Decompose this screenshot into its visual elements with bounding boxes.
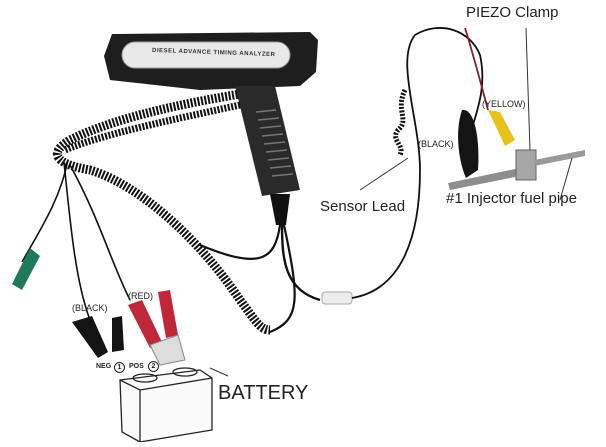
yellow-wire-label: (YELLOW) xyxy=(482,99,526,109)
grip-cable-bottom xyxy=(269,224,296,334)
red-clip-label: (RED) xyxy=(128,291,153,301)
red-clip-jaw xyxy=(149,334,186,366)
black-sensor-clip xyxy=(458,109,479,178)
black-sensor-label: (BLACK) xyxy=(418,139,454,149)
green-lead xyxy=(21,159,69,263)
piezo-wire xyxy=(464,27,489,111)
sensor-lead-label: Sensor Lead xyxy=(320,198,406,215)
timing-light-gun xyxy=(104,32,318,225)
cable-connector xyxy=(321,291,353,305)
red-battery-clip xyxy=(128,290,178,348)
red-lead xyxy=(69,164,131,301)
yellow-clip xyxy=(488,110,515,146)
pos-terminal-label: POS xyxy=(129,363,144,370)
grip-cable-left xyxy=(199,224,282,260)
leader-lines xyxy=(209,27,573,377)
injector-fuel-pipe-label: #1 Injector fuel pipe xyxy=(446,190,577,207)
injector-fuel-pipe xyxy=(448,149,585,190)
sensor-coil xyxy=(393,88,408,157)
grip-cable-main xyxy=(280,224,321,302)
battery-label: BATTERY xyxy=(218,382,309,404)
pos-terminal-number: 2 xyxy=(148,361,159,372)
black-lead xyxy=(63,161,91,321)
coiled-cable xyxy=(53,85,271,335)
black-battery-clip xyxy=(72,316,124,358)
battery xyxy=(119,367,213,443)
neg-terminal-label: NEG xyxy=(96,363,112,370)
neg-terminal-number: 1 xyxy=(114,362,125,373)
black-clip-label: (BLACK) xyxy=(72,303,108,313)
green-clip xyxy=(12,248,40,290)
piezo-clamp-label: PIEZO Clamp xyxy=(466,4,559,21)
